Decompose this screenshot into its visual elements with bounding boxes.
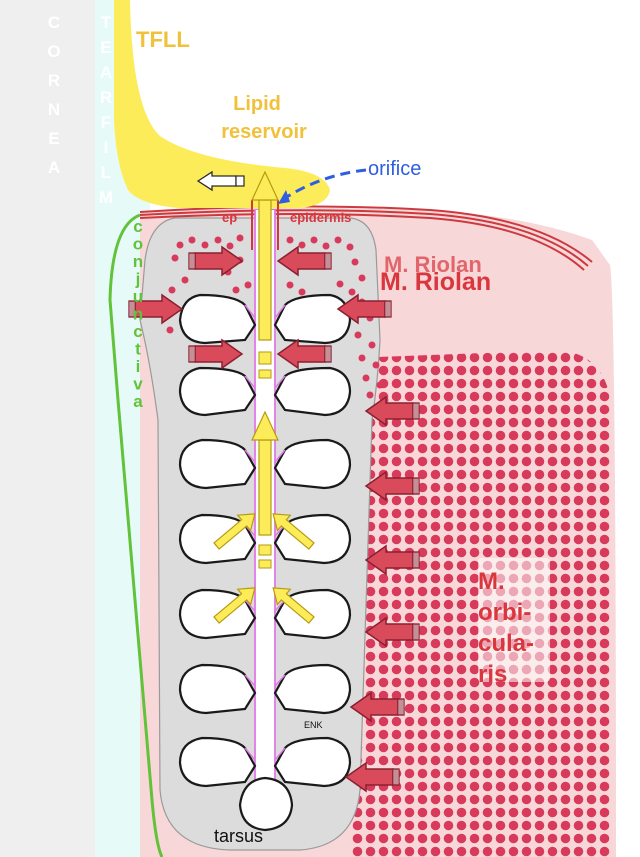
m-orbicularis-line4: ris <box>478 661 507 688</box>
ep-label: ep <box>222 210 237 225</box>
enk-label: ENK <box>304 720 323 730</box>
bottom-acinus <box>240 778 292 830</box>
epidermis-label: epidermis <box>290 210 351 225</box>
tfll-label: TFLL <box>136 27 190 52</box>
lipid-label-line2: reservoir <box>221 121 307 143</box>
m-orbicularis-line2: orbi- <box>478 599 531 626</box>
m-orbicularis-line3: cula- <box>478 630 534 657</box>
orifice-label: orifice <box>368 158 421 180</box>
m-riolan-label: M. Riolan <box>380 268 491 296</box>
lipid-label-line1: Lipid <box>233 93 281 115</box>
tarsus-label: tarsus <box>214 826 263 846</box>
m-orbicularis-line1: M. <box>478 568 505 595</box>
